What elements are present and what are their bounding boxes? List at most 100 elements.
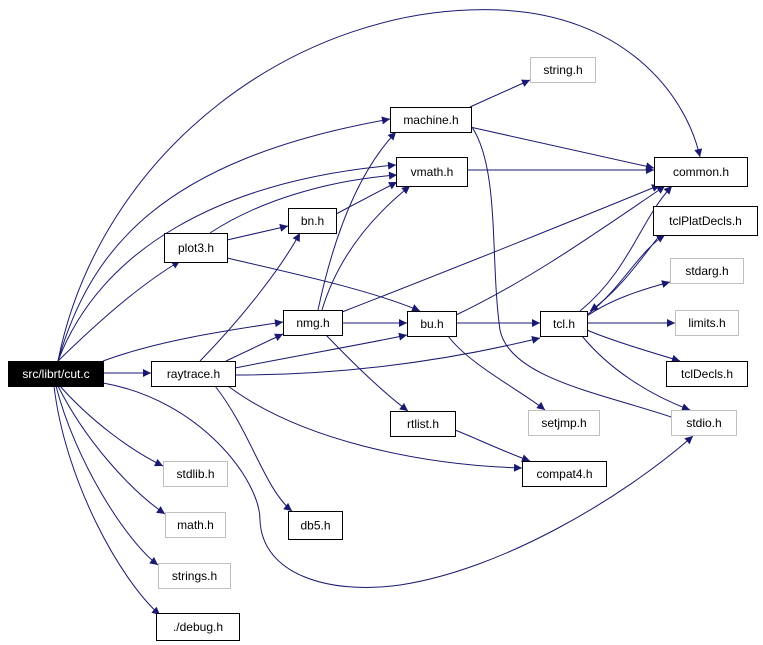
- node-stdlib-h[interactable]: stdlib.h: [163, 461, 228, 487]
- edge-bu-h-to-setjmp-h: [447, 335, 546, 411]
- node-common-h[interactable]: common.h: [654, 157, 748, 187]
- node-bu-h[interactable]: bu.h: [407, 311, 457, 337]
- edge-nmg-h-to-vmath-h: [321, 185, 411, 311]
- node-box-machine-h: [390, 107, 472, 133]
- edge-cut-c-to-common-h: [57, 9, 703, 362]
- node-math-h[interactable]: math.h: [165, 512, 226, 538]
- edge-rtlist-h-to-compat4-h: [454, 429, 531, 463]
- node-box-tclPlatDecls-h: [653, 206, 758, 236]
- node-label-tclPlatDecls-h: tclPlatDecls.h: [669, 214, 742, 228]
- node-box-cut-c: [8, 361, 104, 387]
- node-label-raytrace-h: raytrace.h: [167, 367, 220, 381]
- node-label-common-h: common.h: [673, 165, 729, 179]
- edge-raytrace-h-to-tcl-h: [234, 336, 541, 376]
- edge-cut-c-to-vmath-h: [57, 161, 397, 362]
- edge-cut-c-to-plot3-h: [57, 260, 181, 362]
- node-label-vmath-h: vmath.h: [411, 165, 454, 179]
- node-box-tclDecls-h: [666, 361, 748, 387]
- edge-layer: [53, 9, 703, 616]
- node-label-tclDecls-h: tclDecls.h: [681, 367, 733, 381]
- node-bn-h[interactable]: bn.h: [288, 208, 337, 234]
- node-limits-h[interactable]: limits.h: [675, 310, 739, 336]
- edge-plot3-h-to-vmath-h: [209, 171, 398, 234]
- edge-plot3-h-to-bn-h: [226, 223, 289, 241]
- edge-raytrace-h-to-bn-h: [199, 232, 301, 362]
- node-vmath-h[interactable]: vmath.h: [396, 157, 468, 187]
- node-box-nmg-h: [283, 310, 343, 336]
- node-box-stdio-h: [671, 410, 737, 436]
- node-machine-h[interactable]: machine.h: [390, 107, 472, 133]
- node-nmg-h[interactable]: nmg.h: [283, 310, 343, 336]
- edge-tclPlatDecls-h-to-tcl-h: [589, 234, 661, 312]
- edge-bu-h-to-common-h: [455, 185, 666, 316]
- node-box-math-h: [165, 512, 226, 538]
- edge-raytrace-h-to-db5-h: [214, 385, 293, 512]
- node-label-stdarg-h: stdarg.h: [685, 264, 728, 278]
- node-tclDecls-h[interactable]: tclDecls.h: [666, 361, 748, 387]
- node-stdio-h[interactable]: stdio.h: [671, 410, 737, 436]
- node-strings-h[interactable]: strings.h: [158, 563, 231, 589]
- node-box-bu-h: [407, 311, 457, 337]
- node-raytrace-h[interactable]: raytrace.h: [151, 361, 236, 387]
- node-label-cut-c: src/librt/cut.c: [22, 367, 89, 381]
- node-box-tcl-h: [540, 311, 588, 337]
- node-debug-h[interactable]: ./debug.h: [156, 613, 240, 641]
- node-box-plot3-h: [164, 233, 228, 263]
- node-box-stdarg-h: [670, 258, 744, 284]
- node-label-nmg-h: nmg.h: [296, 316, 329, 330]
- edge-cut-c-to-stdlib-h: [59, 385, 164, 467]
- edge-nmg-h-to-machine-h: [317, 131, 397, 311]
- node-box-db5-h: [288, 511, 343, 540]
- node-plot3-h[interactable]: plot3.h: [164, 233, 228, 263]
- node-label-debug-h: ./debug.h: [173, 620, 223, 634]
- edge-tcl-h-to-tclDecls-h: [586, 329, 681, 363]
- node-label-db5-h: db5.h: [300, 519, 330, 533]
- node-string-h[interactable]: string.h: [530, 57, 596, 83]
- edge-bn-h-to-vmath-h: [335, 181, 398, 215]
- node-label-stdio-h: stdio.h: [686, 416, 721, 430]
- edge-machine-h-to-stdio-h: [471, 126, 681, 422]
- edge-tcl-h-to-tclPlatDecls-h: [586, 234, 666, 316]
- node-box-strings-h: [158, 563, 231, 589]
- node-box-rtlist-h: [390, 411, 456, 437]
- node-tclPlatDecls-h[interactable]: tclPlatDecls.h: [653, 206, 758, 236]
- node-box-stdlib-h: [163, 461, 228, 487]
- node-box-setjmp-h: [528, 410, 600, 436]
- edge-cut-c-to-math-h: [57, 385, 166, 515]
- node-box-compat4-h: [522, 461, 607, 487]
- edge-cut-c-to-strings-h: [55, 385, 159, 566]
- node-cut-c[interactable]: src/librt/cut.c: [8, 361, 104, 387]
- edge-nmg-h-to-rtlist-h: [325, 334, 409, 412]
- node-tcl-h[interactable]: tcl.h: [540, 311, 588, 337]
- edge-tcl-h-to-stdarg-h: [586, 280, 671, 317]
- node-label-math-h: math.h: [177, 518, 214, 532]
- edge-cut-c-to-machine-h: [57, 116, 391, 362]
- node-box-vmath-h: [396, 157, 468, 187]
- node-box-raytrace-h: [151, 361, 236, 387]
- edge-machine-h-to-string-h: [469, 79, 531, 108]
- node-compat4-h[interactable]: compat4.h: [522, 461, 607, 487]
- node-label-plot3-h: plot3.h: [178, 241, 214, 255]
- node-stdarg-h[interactable]: stdarg.h: [670, 258, 744, 284]
- edge-raytrace-h-to-compat4-h: [227, 385, 523, 472]
- node-rtlist-h[interactable]: rtlist.h: [390, 411, 456, 437]
- node-label-setjmp-h: setjmp.h: [541, 416, 586, 430]
- node-label-limits-h: limits.h: [688, 316, 725, 330]
- edge-machine-h-to-common-h: [469, 126, 655, 171]
- edge-raytrace-h-to-bu-h: [234, 332, 408, 369]
- edge-tcl-h-to-stdio-h: [581, 335, 691, 411]
- edge-nmg-h-to-common-h: [341, 184, 661, 313]
- node-setjmp-h[interactable]: setjmp.h: [528, 410, 600, 436]
- node-box-common-h: [654, 157, 748, 187]
- node-box-limits-h: [675, 310, 739, 336]
- edge-cut-c-to-nmg-h: [102, 319, 284, 362]
- edge-raytrace-h-to-nmg-h: [225, 333, 284, 362]
- node-box-debug-h: [156, 613, 240, 641]
- node-label-stdlib-h: stdlib.h: [176, 467, 214, 481]
- edge-cut-c-to-stdio-h: [102, 382, 694, 588]
- node-db5-h[interactable]: db5.h: [288, 511, 343, 540]
- node-label-machine-h: machine.h: [403, 113, 458, 127]
- edge-cut-c-to-debug-h: [53, 385, 161, 616]
- edge-tcl-h-to-common-h: [579, 185, 673, 312]
